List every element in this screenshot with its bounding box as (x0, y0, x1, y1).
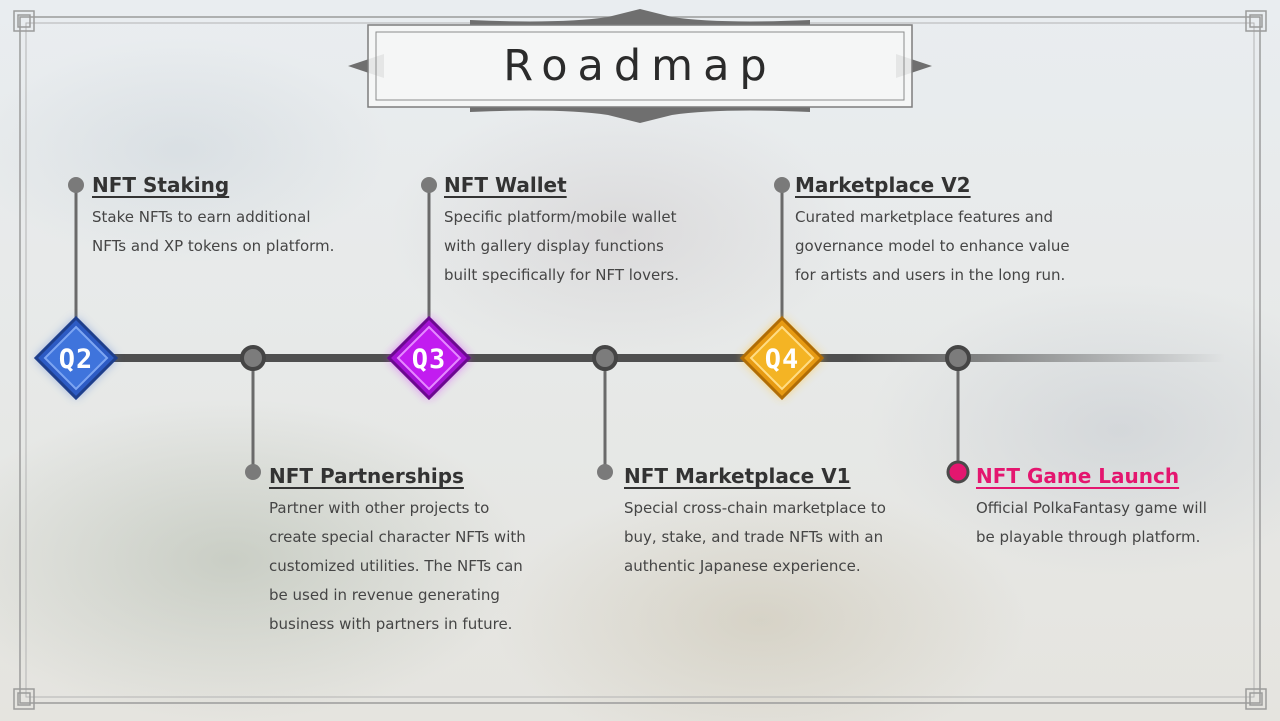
quarter-badge-q2: Q2 (33, 315, 119, 401)
milestone-title: NFT Wallet (444, 173, 567, 197)
milestone-dot (245, 464, 261, 480)
milestone-dot (68, 177, 84, 193)
milestone-dot-highlight (946, 460, 970, 484)
quarter-label-q4: Q4 (765, 344, 800, 375)
milestone-marketplace-v2: Marketplace V2 Curated marketplace featu… (795, 172, 1095, 290)
quarter-badge-q4: Q4 (739, 315, 825, 401)
quarter-label-q3: Q3 (412, 344, 447, 375)
milestone-description: Special cross-chain marketplace to buy, … (624, 499, 886, 575)
milestone-nft-wallet: NFT Wallet Specific platform/mobile wall… (444, 172, 744, 290)
milestone-nft-partnerships: NFT Partnerships Partner with other proj… (269, 463, 569, 639)
corner-ornament-bottom-right (1245, 688, 1267, 710)
milestone-description: Official PolkaFantasy game will be playa… (976, 499, 1207, 546)
milestone-nft-staking: NFT Staking Stake NFTs to earn additiona… (92, 172, 392, 261)
milestone-title: Marketplace V2 (795, 173, 971, 197)
corner-ornament-top-left (13, 10, 35, 32)
timeline-axis (60, 354, 1225, 362)
milestone-title: NFT Partnerships (269, 464, 464, 488)
milestone-nft-marketplace-v1: NFT Marketplace V1 Special cross-chain m… (624, 463, 924, 581)
milestone-description: Specific platform/mobile wallet with gal… (444, 208, 679, 284)
timeline-node (945, 345, 971, 371)
corner-ornament-bottom-left (13, 688, 35, 710)
milestone-title: NFT Marketplace V1 (624, 464, 851, 488)
quarter-label-q2: Q2 (59, 344, 94, 375)
milestone-dot (421, 177, 437, 193)
timeline-node (592, 345, 618, 371)
title-plaque (348, 9, 932, 123)
milestone-description: Partner with other projects to create sp… (269, 499, 526, 633)
milestone-nft-game-launch: NFT Game Launch Official PolkaFantasy ga… (976, 463, 1246, 552)
page-title: Roadmap (503, 41, 777, 91)
milestone-title: NFT Staking (92, 173, 230, 197)
milestone-description: Curated marketplace features and governa… (795, 208, 1070, 284)
milestone-title: NFT Game Launch (976, 464, 1180, 488)
milestone-dot (774, 177, 790, 193)
milestone-description: Stake NFTs to earn additional NFTs and X… (92, 208, 335, 255)
quarter-badge-q3: Q3 (386, 315, 472, 401)
milestone-dot (597, 464, 613, 480)
timeline-node (240, 345, 266, 371)
corner-ornament-top-right (1245, 10, 1267, 32)
